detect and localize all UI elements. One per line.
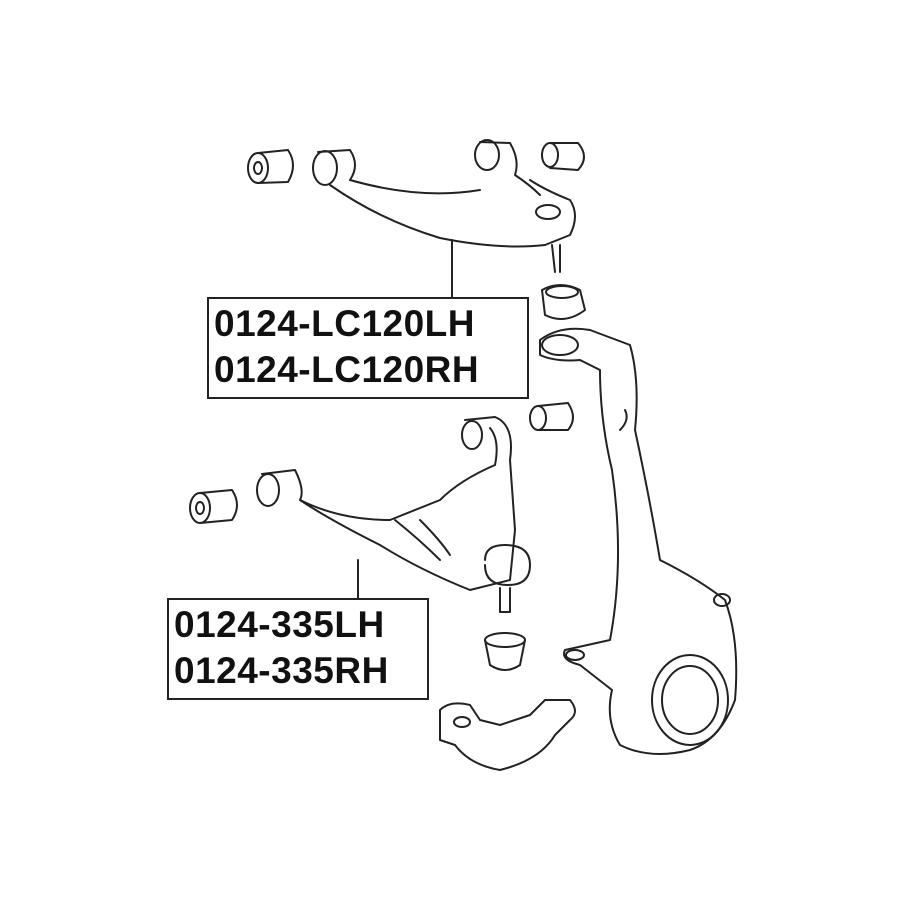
lower-bushing-left: [189, 489, 238, 524]
lower-control-arm: [256, 416, 516, 591]
lower-arm-part-number-rh: 0124-335RH: [174, 650, 389, 691]
lower-arm-part-number-lh: 0124-335LH: [174, 604, 385, 645]
lower-ball-joint-boot: [484, 632, 526, 671]
lower-ball-joint: [484, 544, 531, 613]
bracket: [439, 699, 576, 771]
upper-arm-part-label: 0124-LC120LH 0124-LC120RH: [207, 297, 529, 399]
lower-bushing-right: [529, 402, 574, 431]
upper-bushing-right: [541, 142, 585, 171]
upper-control-arm: [312, 139, 576, 273]
steering-knuckle: [539, 327, 738, 755]
upper-arm-part-number-rh: 0124-LC120RH: [214, 349, 480, 390]
upper-bushing-left: [247, 149, 294, 184]
ball-joint-boot: [541, 284, 586, 320]
upper-arm-part-number-lh: 0124-LC120LH: [214, 303, 476, 344]
lower-arm-part-label: 0124-335LH 0124-335RH: [167, 598, 429, 700]
